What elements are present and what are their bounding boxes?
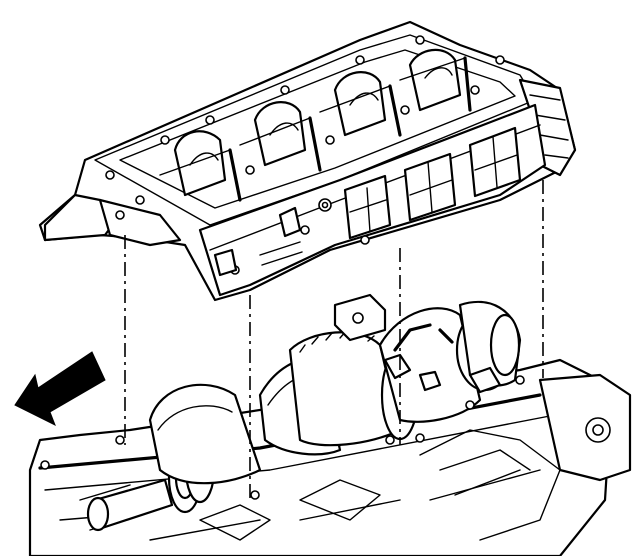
crankshaft	[148, 293, 522, 485]
alignment-lines	[124, 180, 544, 500]
arrow-left-down-icon	[14, 351, 106, 427]
bedplate	[38, 20, 577, 302]
